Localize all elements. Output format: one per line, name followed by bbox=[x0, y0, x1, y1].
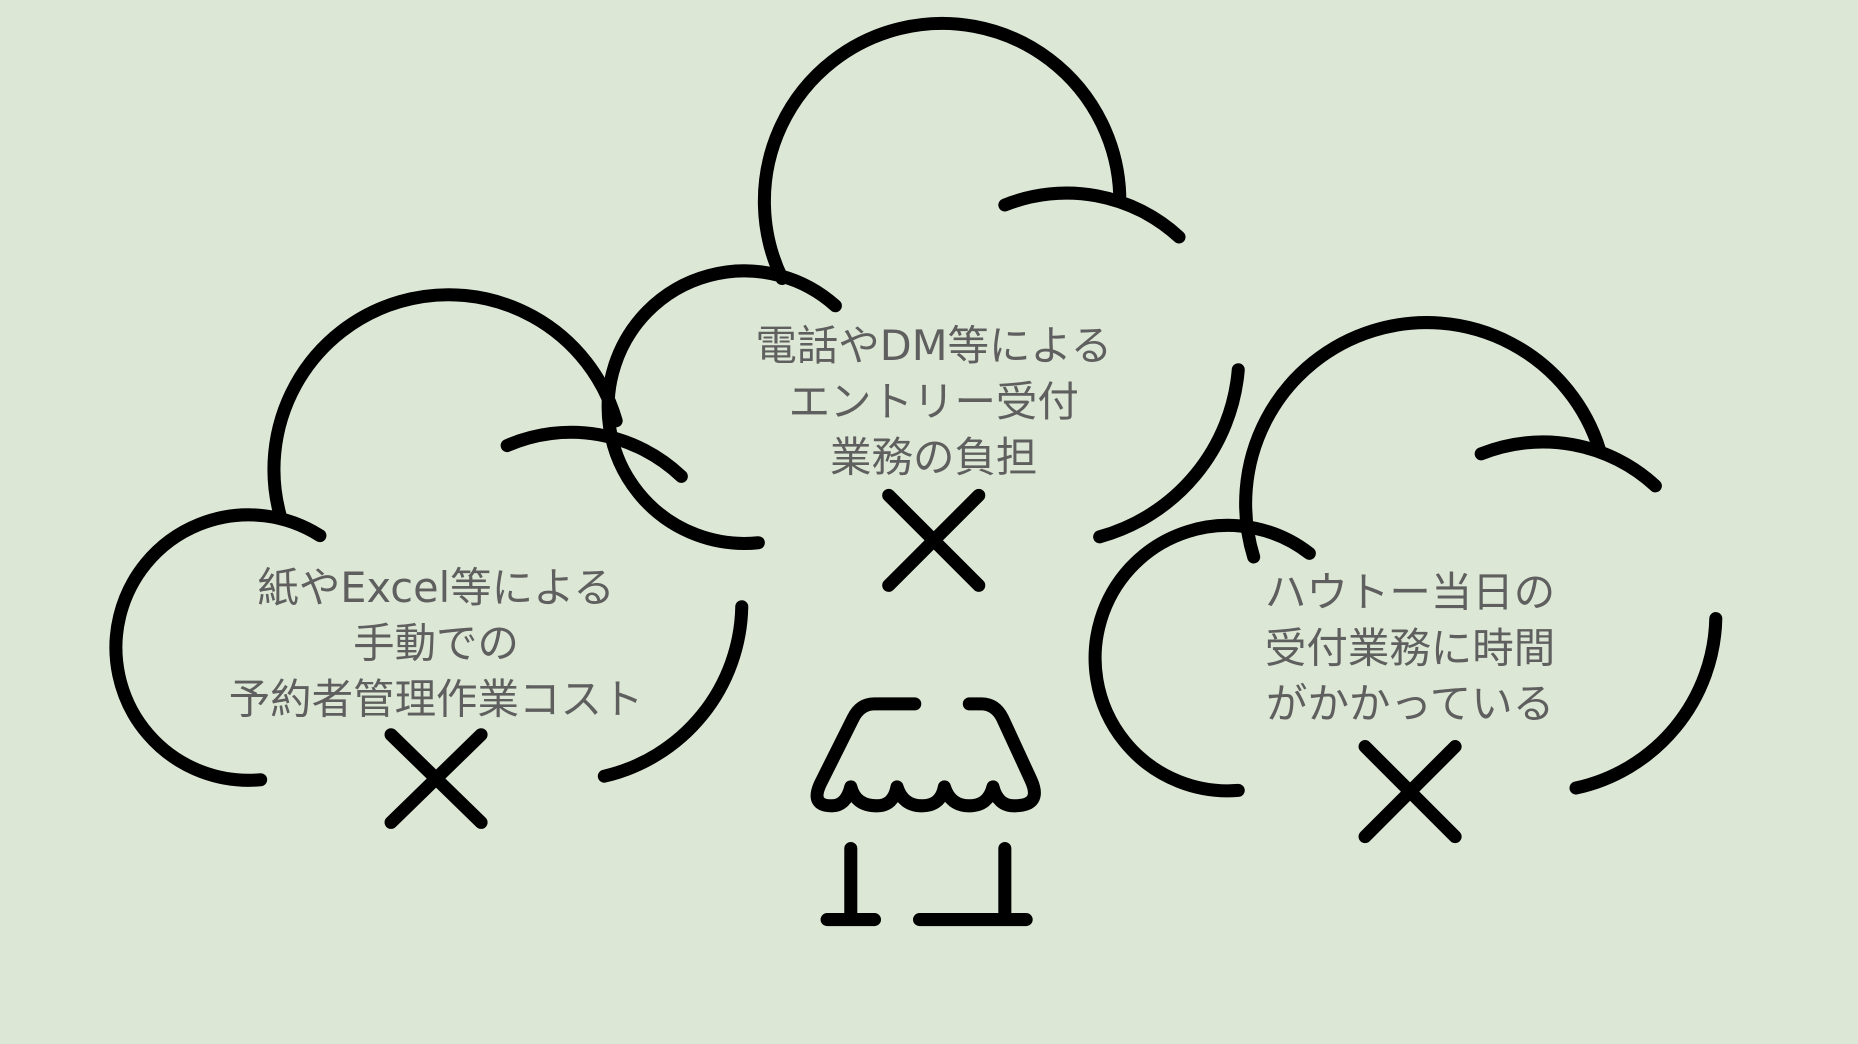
cloud-left-line-1: 紙やExcel等による bbox=[257, 564, 614, 612]
x-icon bbox=[384, 728, 488, 829]
cloud-right-line-2: 受付業務に時間 bbox=[1265, 624, 1555, 672]
store-icon bbox=[810, 697, 1041, 927]
cloud-left: 紙やExcel等による 手動での 予約者管理作業コスト bbox=[109, 288, 749, 829]
x-icon bbox=[1358, 740, 1462, 844]
cloud-center-line-3: 業務の負担 bbox=[830, 434, 1037, 482]
cloud-left-line-2: 手動での bbox=[353, 620, 519, 668]
cloud-right-line-1: ハウトー当日の bbox=[1265, 569, 1555, 617]
cloud-center-line-1: 電話やDM等による bbox=[755, 322, 1112, 370]
x-icon bbox=[882, 488, 986, 592]
cloud-center: 電話やDM等による エントリー受付 業務の負担 bbox=[601, 16, 1245, 592]
cloud-right-line-3: がかかっている bbox=[1266, 680, 1554, 728]
cloud-center-line-2: エントリー受付 bbox=[789, 378, 1079, 426]
cloud-right: ハウトー当日の 受付業務に時間 がかかっている bbox=[1088, 316, 1723, 844]
cloud-left-line-3: 予約者管理作業コスト bbox=[229, 675, 644, 723]
